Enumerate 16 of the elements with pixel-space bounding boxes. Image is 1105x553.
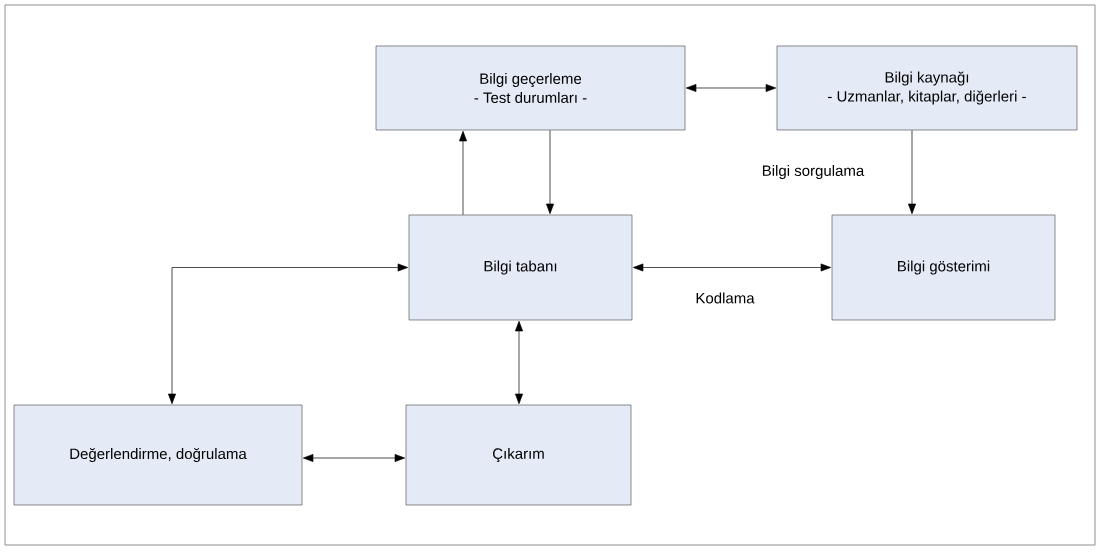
- arrow: [908, 129, 916, 214]
- arrow: [459, 130, 467, 216]
- arrow: [686, 84, 777, 92]
- arrow: [633, 263, 832, 272]
- process-box: Bilgi geçerleme - Test durumları -: [375, 45, 686, 131]
- edge-label: Bilgi sorgulama: [760, 164, 866, 180]
- process-box: Çıkarım: [405, 404, 632, 506]
- arrow: [168, 263, 409, 405]
- arrow: [515, 320, 523, 405]
- arrow: [302, 454, 406, 462]
- process-box: Bilgi tabanı: [408, 214, 633, 321]
- arrow: [546, 129, 554, 214]
- process-box: Bilgi gösterimi: [831, 214, 1056, 321]
- process-box: Değerlendirme, doğrulama: [13, 404, 303, 506]
- process-box: Bilgi kaynağı - Uzmanlar, kitaplar, diğerleri -: [776, 45, 1078, 131]
- edge-label: Kodlama: [694, 291, 756, 305]
